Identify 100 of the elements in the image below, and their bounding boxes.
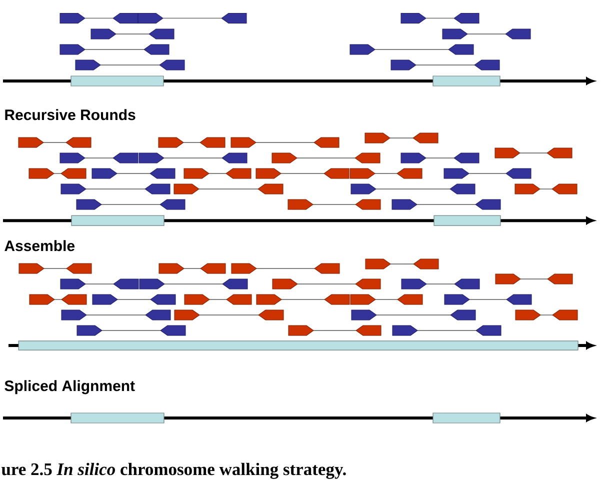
link-line xyxy=(84,49,144,50)
pentagon-box xyxy=(365,258,391,270)
link-line xyxy=(469,299,507,300)
link-line xyxy=(376,188,450,190)
pentagon-box xyxy=(92,168,118,179)
link-line xyxy=(209,299,227,300)
link-line xyxy=(208,173,226,174)
pentagon-box xyxy=(113,278,139,290)
pentagon-box xyxy=(222,152,248,164)
link-line xyxy=(374,173,398,174)
pentagon-box xyxy=(18,263,44,274)
link-line xyxy=(374,49,449,50)
link-line xyxy=(256,268,315,269)
pentagon-box xyxy=(160,325,186,336)
link-line xyxy=(101,204,160,205)
pentagon-box xyxy=(150,168,176,179)
link-line xyxy=(117,299,151,300)
pentagon-box xyxy=(476,325,502,336)
pentagon-box xyxy=(60,44,86,55)
pentagon-box xyxy=(506,294,532,305)
pentagon-box xyxy=(200,137,226,148)
pentagon-box xyxy=(400,152,426,164)
pentagon-box xyxy=(448,44,474,55)
link-line xyxy=(416,64,475,66)
pentagon-box xyxy=(355,199,381,210)
pentagon-box xyxy=(364,132,390,144)
pentagon-box xyxy=(158,137,184,148)
link-line xyxy=(183,142,200,143)
link-line xyxy=(312,204,356,205)
pentagon-box xyxy=(66,137,92,148)
link-line xyxy=(280,173,324,174)
pentagon-box xyxy=(272,278,298,290)
pentagon-box xyxy=(29,294,55,305)
pentagon-box xyxy=(494,148,520,158)
pentagon-box xyxy=(272,152,298,164)
section-heading: Assemble xyxy=(4,240,75,252)
pentagon-box xyxy=(350,44,376,55)
link-line xyxy=(199,314,259,316)
pentagon-box xyxy=(231,263,257,274)
link-line xyxy=(86,314,146,316)
link-line xyxy=(417,330,476,331)
pentagon-box xyxy=(60,278,86,290)
pentagon-box xyxy=(314,263,340,274)
link-line xyxy=(86,188,146,190)
link-line xyxy=(520,152,548,154)
pentagon-box xyxy=(92,294,118,305)
pentagon-box xyxy=(148,28,174,40)
link-line xyxy=(520,278,548,280)
pentagon-box xyxy=(160,199,186,210)
pentagon-box xyxy=(226,294,252,305)
figure-caption: ure 2.5 In silico chromosome walking strategy. xyxy=(1,462,346,479)
pentagon-box xyxy=(475,199,501,210)
pentagon-box xyxy=(442,28,468,40)
link-line xyxy=(376,314,451,316)
pentagon-box xyxy=(138,152,164,164)
pentagon-box xyxy=(324,168,350,179)
pentagon-box xyxy=(144,44,170,55)
pentagon-box xyxy=(256,168,282,179)
link-line xyxy=(54,173,62,174)
pentagon-box xyxy=(392,325,418,336)
pentagon-box xyxy=(450,184,476,194)
link-line xyxy=(540,314,553,316)
pentagon-box xyxy=(28,168,54,179)
link-line xyxy=(426,18,454,19)
pentagon-box xyxy=(350,168,376,179)
pentagon-box xyxy=(552,310,578,320)
link-line xyxy=(54,299,62,300)
link-line xyxy=(198,188,258,190)
section-heading: Spliced Alignment xyxy=(4,380,135,394)
pentagon-box xyxy=(400,12,426,24)
pentagon-box xyxy=(258,184,284,194)
link-line xyxy=(468,173,506,174)
pentagon-box xyxy=(75,60,101,70)
pentagon-box xyxy=(547,274,573,284)
pentagon-box xyxy=(324,294,350,305)
pentagon-box xyxy=(158,263,184,274)
pentagon-box xyxy=(444,168,470,179)
pentagon-box xyxy=(356,325,382,336)
link-line xyxy=(44,268,67,269)
pentagon-box xyxy=(514,184,540,194)
pentagon-box xyxy=(139,278,165,290)
pentagon-box xyxy=(174,184,200,194)
pentagon-box xyxy=(226,168,252,179)
pentagon-box xyxy=(474,60,500,70)
pentagon-box xyxy=(200,263,226,274)
pentagon-box xyxy=(396,168,422,179)
link-line xyxy=(116,173,150,174)
pentagon-box xyxy=(546,148,572,158)
pentagon-box xyxy=(150,294,176,305)
link-line xyxy=(162,18,222,19)
pentagon-box xyxy=(112,12,138,24)
pentagon-box xyxy=(552,184,578,194)
link-line xyxy=(84,18,114,19)
link-line xyxy=(43,142,66,143)
pentagon-box xyxy=(61,294,87,305)
link-line xyxy=(540,188,552,190)
pentagon-box xyxy=(506,168,532,179)
pentagon-box xyxy=(258,310,284,320)
pentagon-box xyxy=(174,310,200,320)
pentagon-box xyxy=(184,294,210,305)
